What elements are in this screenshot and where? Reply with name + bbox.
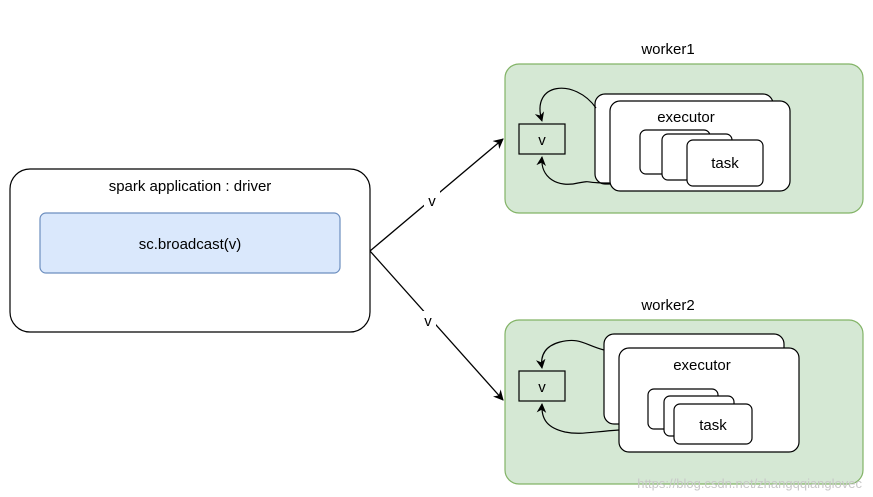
arrow-to-worker2 bbox=[369, 250, 504, 401]
broadcast-call-box bbox=[39, 212, 341, 274]
worker1-task-label: task bbox=[711, 155, 739, 172]
watermark-text: https://blog.csdn.net/zhangqqianglovec bbox=[637, 476, 862, 491]
worker2-variable-box bbox=[518, 370, 566, 402]
worker1-title: worker1 bbox=[640, 41, 694, 58]
worker2-executor-read-link bbox=[535, 339, 605, 369]
broadcast-call-label: sc.broadcast(v) bbox=[139, 236, 242, 253]
worker2-variable-label: v bbox=[538, 379, 546, 396]
worker2-title: worker2 bbox=[640, 297, 694, 314]
broadcast-arrows: v v bbox=[369, 138, 504, 401]
worker1-variable-box bbox=[518, 123, 566, 155]
worker1-executor-label: executor bbox=[657, 109, 715, 126]
worker2-task-read-link bbox=[536, 403, 620, 434]
arrow-label-worker2: v bbox=[424, 313, 432, 330]
worker1-task-read-link bbox=[536, 156, 611, 185]
worker2-task bbox=[673, 403, 753, 445]
worker1-task bbox=[686, 139, 764, 187]
worker1-node: worker1 executor task v bbox=[504, 41, 864, 214]
driver-box: spark application : driver sc.broadcast(… bbox=[9, 168, 371, 333]
worker2-task-label: task bbox=[699, 417, 727, 434]
worker1-variable-label: v bbox=[538, 132, 546, 149]
driver-title: spark application : driver bbox=[109, 178, 272, 195]
arrow-label-worker1: v bbox=[428, 193, 436, 210]
worker1-executor-read-link bbox=[534, 87, 597, 122]
worker2-node: worker2 executor task v bbox=[504, 297, 864, 485]
worker2-executor-label: executor bbox=[673, 357, 731, 374]
